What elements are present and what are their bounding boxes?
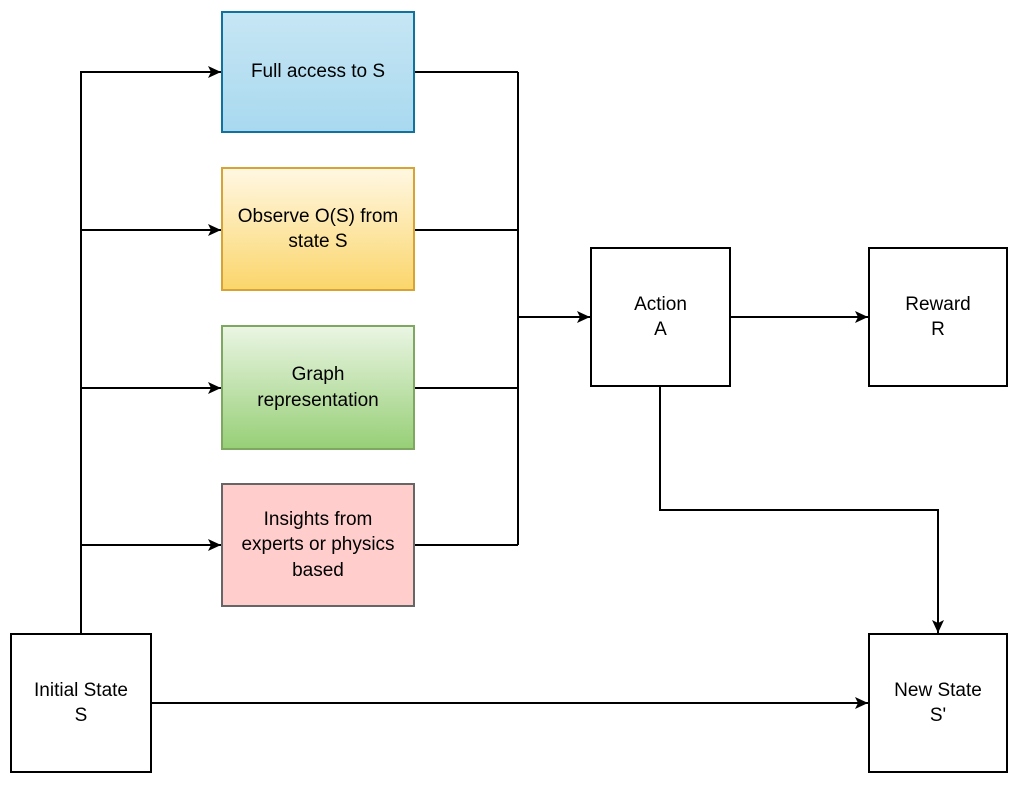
node-new-state-label: New State	[894, 679, 982, 701]
node-insights-label: Insights from experts or physics based	[241, 509, 395, 581]
node-observe: Observe O(S) from state S	[221, 167, 415, 291]
node-new-state: New State S'	[868, 633, 1008, 773]
node-reward-label: Reward	[905, 293, 971, 315]
node-initial-state: Initial State S	[10, 633, 152, 773]
node-action-label: Action	[634, 293, 687, 315]
node-action-sublabel: A	[654, 319, 667, 340]
node-reward: Reward R	[868, 247, 1008, 387]
edge-initial-to-full-access	[80, 66, 221, 633]
node-full-access: Full access to S	[221, 11, 415, 133]
node-observe-label: Observe O(S) from state S	[237, 205, 399, 252]
node-new-state-sublabel: S'	[929, 705, 947, 726]
node-reward-sublabel: R	[931, 319, 945, 340]
node-insights: Insights from experts or physics based	[221, 483, 415, 607]
node-graph-label: Graph representation	[257, 364, 379, 411]
edge-action-to-new-state	[659, 387, 944, 633]
node-action: Action A	[590, 247, 731, 387]
node-initial-state-sublabel: S	[74, 705, 88, 726]
node-full-access-label: Full access to S	[250, 61, 386, 83]
node-graph: Graph representation	[221, 325, 415, 450]
node-initial-state-label: Initial State	[34, 679, 128, 701]
